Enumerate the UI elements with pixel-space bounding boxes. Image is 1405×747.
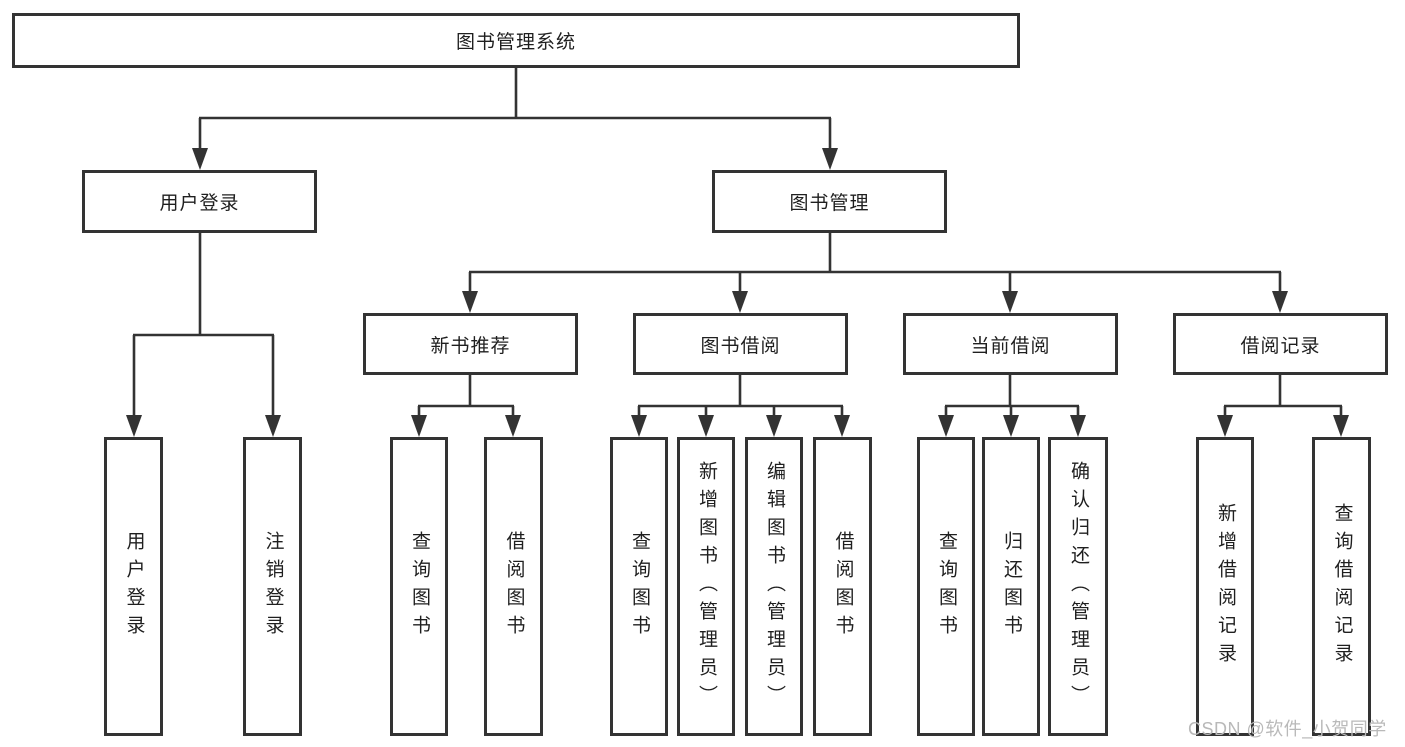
arrowhead-icon [732,291,748,313]
node-label: 借阅图书 [503,530,525,643]
csdn-watermark: CSDN @软件_小贺同学 [1188,719,1387,739]
arrowhead-icon [1070,415,1086,437]
node-label: 查询图书 [408,530,430,643]
node-label: 确认归还（管理员） [1067,460,1089,713]
arrowhead-icon [505,415,521,437]
node-label: 归还图书 [1000,530,1022,643]
arrowhead-icon [822,148,838,170]
node-user-login-leaf: 用户登录 [104,437,163,736]
node-borrow-books: 借阅图书 [813,437,872,736]
node-query-books-borrow: 查询图书 [610,437,668,736]
node-label: 编辑图书（管理员） [763,460,785,713]
node-query-books-recommend: 查询图书 [390,437,448,736]
node-logout: 注销登录 [243,437,302,736]
node-query-books-current: 查询图书 [917,437,975,736]
node-confirm-return-admin: 确认归还（管理员） [1048,437,1108,736]
node-label: 新增借阅记录 [1214,502,1236,671]
node-label: 查询图书 [935,530,957,643]
node-new-book-recommend: 新书推荐 [363,313,578,375]
arrowhead-icon [462,291,478,313]
node-label: 图书管理系统 [455,32,576,53]
node-borrow-records: 借阅记录 [1173,313,1388,375]
node-add-borrow-record: 新增借阅记录 [1196,437,1254,736]
node-label: 用户登录 [123,530,145,643]
node-user-login: 用户登录 [82,170,317,233]
arrowhead-icon [411,415,427,437]
node-label: 注销登录 [262,530,284,643]
arrowhead-icon [1002,291,1018,313]
node-label: 查询借阅记录 [1331,502,1353,671]
node-label: 新书推荐 [430,335,511,357]
arrowhead-icon [834,415,850,437]
arrowhead-icon [192,148,208,170]
node-label: 图书借阅 [700,335,781,357]
node-label: 借阅记录 [1240,335,1321,357]
node-add-books-admin: 新增图书（管理员） [677,437,735,736]
node-label: 当前借阅 [970,335,1051,357]
arrowhead-icon [1217,415,1233,437]
node-borrow-books-recommend: 借阅图书 [484,437,543,736]
node-return-books: 归还图书 [982,437,1040,736]
node-label: 用户登录 [159,193,240,214]
node-label: 图书管理 [789,193,870,214]
arrowhead-icon [1333,415,1349,437]
node-book-management: 图书管理 [712,170,947,233]
node-label: 借阅图书 [832,530,854,643]
arrowhead-icon [938,415,954,437]
node-label: 查询图书 [628,530,650,643]
node-library-management-system: 图书管理系统 [12,13,1020,68]
arrowhead-icon [126,415,142,437]
node-current-borrow: 当前借阅 [903,313,1118,375]
node-query-borrow-record: 查询借阅记录 [1312,437,1371,736]
arrowhead-icon [631,415,647,437]
node-book-borrow: 图书借阅 [633,313,848,375]
arrowhead-icon [1003,415,1019,437]
arrowhead-icon [265,415,281,437]
arrowhead-icon [698,415,714,437]
node-label: 新增图书（管理员） [695,460,717,713]
arrowhead-icon [766,415,782,437]
arrowhead-icon [1272,291,1288,313]
node-edit-books-admin: 编辑图书（管理员） [745,437,803,736]
